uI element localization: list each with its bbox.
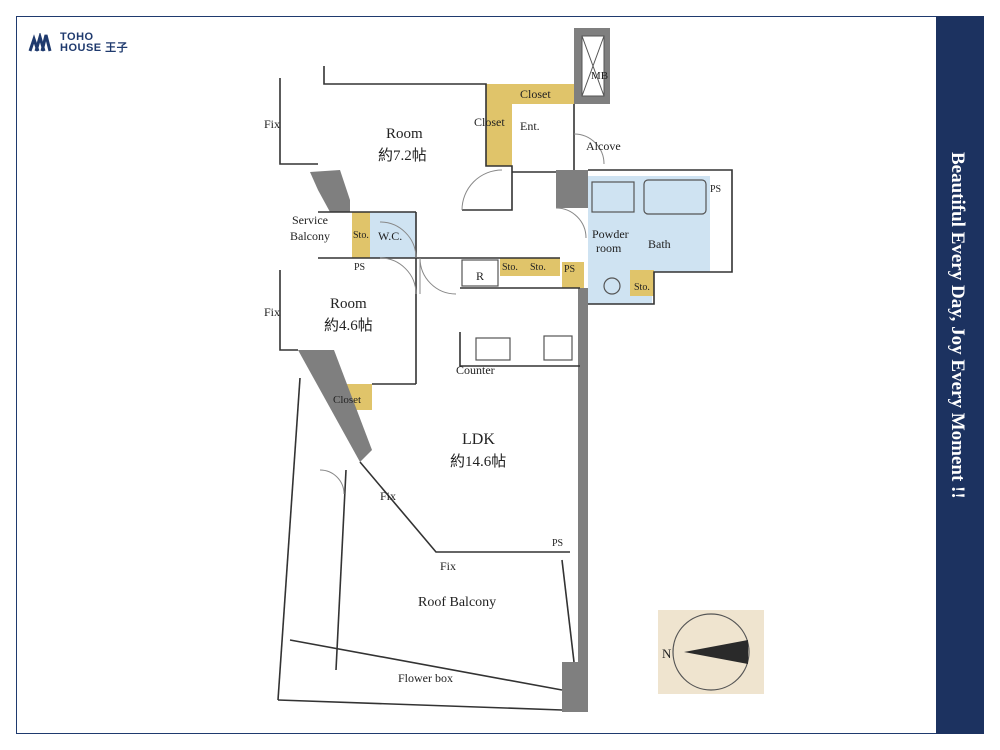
ps1-label: PS bbox=[354, 262, 365, 273]
r-label: R bbox=[476, 269, 484, 283]
door-swings bbox=[319, 133, 605, 495]
ent-label: Ent. bbox=[520, 119, 540, 133]
powder-label-1: Powder bbox=[592, 227, 629, 241]
ps2-label: PS bbox=[564, 264, 575, 275]
sto2-label: Sto. bbox=[502, 262, 518, 273]
ps-bath-label: PS bbox=[710, 184, 721, 195]
service-balcony-label-1: Service bbox=[292, 213, 328, 227]
brand-line-2: HOUSE 王子 bbox=[60, 42, 129, 54]
ldk-size: 約14.6帖 bbox=[450, 453, 506, 470]
fix-mid-label: Fix bbox=[264, 305, 280, 319]
wc-label: W.C. bbox=[378, 229, 402, 243]
powder-label-2: room bbox=[596, 241, 622, 255]
bath-fill bbox=[588, 176, 710, 272]
walls bbox=[277, 66, 733, 711]
closet-low-label: Closet bbox=[333, 394, 361, 406]
north-arrow-icon bbox=[684, 640, 748, 664]
ps3-label: PS bbox=[552, 538, 563, 549]
fix-diag-label: Fix bbox=[380, 489, 396, 503]
closet-top-fill bbox=[512, 84, 574, 104]
flower-box-label: Flower box bbox=[398, 671, 453, 685]
service-balcony-label-2: Balcony bbox=[290, 229, 330, 243]
room2-size: 約4.6帖 bbox=[324, 317, 373, 334]
alcove-label: Alcove bbox=[586, 139, 621, 153]
tagline-text: Beautiful Every Day, Joy Every Moment !! bbox=[947, 152, 968, 499]
sto-bath-label: Sto. bbox=[634, 282, 650, 293]
roof-balcony-label: Roof Balcony bbox=[418, 595, 496, 610]
closet-mid-label: Closet bbox=[474, 115, 505, 129]
ps2-fill bbox=[562, 262, 584, 288]
compass: N bbox=[658, 610, 764, 694]
room2-label: Room bbox=[330, 296, 367, 312]
sto-bath-fill bbox=[630, 270, 654, 296]
plan-labels: MB Closet Closet Ent. Alcove Room 約7.2帖 … bbox=[264, 70, 721, 685]
closet-mid-fill bbox=[486, 84, 512, 166]
brand-line-1: TOHO bbox=[60, 31, 94, 43]
bath-label: Bath bbox=[648, 237, 671, 251]
room1-label: Room bbox=[386, 126, 423, 142]
fix-bottom-label: Fix bbox=[440, 559, 456, 573]
bath-fixtures bbox=[461, 179, 707, 361]
tagline-sidebar: Beautiful Every Day, Joy Every Moment !! bbox=[936, 16, 984, 734]
north-label: N bbox=[662, 646, 672, 661]
fix-top-label: Fix bbox=[264, 117, 280, 131]
toho-logo-icon bbox=[28, 33, 52, 52]
closet-top-label: Closet bbox=[520, 87, 551, 101]
sto1-fill bbox=[352, 212, 370, 258]
room1-size: 約7.2帖 bbox=[378, 147, 427, 164]
sto3-label: Sto. bbox=[530, 262, 546, 273]
ldk-label: LDK bbox=[462, 431, 495, 448]
sto1-label: Sto. bbox=[353, 230, 369, 241]
brand-logo: TOHO HOUSE 王子 bbox=[28, 32, 128, 54]
counter-label: Counter bbox=[456, 363, 495, 377]
sto-row-fill bbox=[500, 258, 560, 276]
mb-label: MB bbox=[591, 70, 608, 82]
